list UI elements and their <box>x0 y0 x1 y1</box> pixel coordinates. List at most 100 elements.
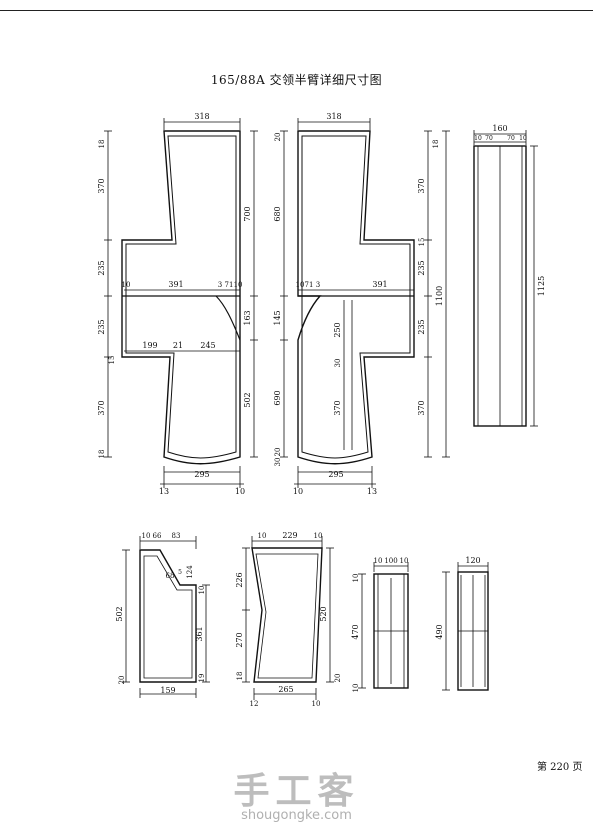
dim-p3-w3: 10 <box>400 557 409 565</box>
dim-right-gap: 18 <box>432 140 440 149</box>
dim-left-upper-sleeve: 370 <box>97 178 106 193</box>
dim-right-hem-left: 10 <box>293 487 303 496</box>
piece-4 <box>442 562 489 691</box>
dim-right-bottom-b: 30 <box>274 458 282 467</box>
dim-left-waist-edge: 10 <box>234 281 243 289</box>
dim-p2-base-left: 12 <box>250 700 259 708</box>
dim-left-shoulder-gap: 18 <box>98 140 106 149</box>
dim-left-hem: 295 <box>194 470 209 479</box>
dim-right-small-mark: 15 <box>418 238 426 247</box>
dim-left-upper-side: 235 <box>97 260 106 275</box>
dim-p3-top: 10 <box>352 574 360 583</box>
dim-right-lower-height: 690 <box>273 390 282 405</box>
dim-p3-height: 470 <box>351 624 360 639</box>
dim-p2-top: 229 <box>282 531 297 540</box>
dim-collar-part-1: 10 <box>474 135 482 142</box>
dim-p1-base: 159 <box>160 686 175 695</box>
dim-left-waist-small-b: 71 <box>225 281 234 289</box>
dim-p2-top-left: 10 <box>258 532 267 540</box>
dim-left-side-small: 10 <box>122 281 131 289</box>
dim-collar-width: 160 <box>492 124 507 133</box>
dim-p3-w2: 100 <box>384 557 397 565</box>
dim-left-lower-c: 245 <box>200 341 215 350</box>
dim-collar-length: 1125 <box>537 276 546 296</box>
dim-p1-bottom-a: 20 <box>118 676 126 685</box>
top-rule <box>0 10 593 11</box>
dim-p2-upper: 226 <box>235 572 244 587</box>
dim-left-lower-total: 502 <box>243 392 252 407</box>
dim-right-waist: 391 <box>372 280 387 289</box>
panel-right-inner <box>301 135 411 459</box>
piece-1 <box>122 536 210 698</box>
dim-p1-inner: 361 <box>195 626 204 641</box>
dim-p2-base-right: 10 <box>312 700 321 708</box>
dim-left-waist: 391 <box>168 280 183 289</box>
dim-left-hem-right: 10 <box>235 487 245 496</box>
dim-left-upper-total: 700 <box>243 206 252 221</box>
dim-collar-part-2: 70 <box>485 135 493 142</box>
dim-p2-lower: 270 <box>235 632 244 647</box>
dim-left-lower-sleeve: 370 <box>97 400 106 415</box>
dim-right-sleeve-inner: 30 <box>334 359 342 368</box>
dim-left-hem-left: 13 <box>159 487 169 496</box>
dim-left-top: 318 <box>194 112 209 121</box>
dim-right-waist-a: 10 <box>296 281 305 289</box>
front-panel-right <box>280 118 450 488</box>
page-title: 165/88A 交领半臂详细尺寸图 <box>210 73 383 87</box>
dim-p1-small-b: 5 <box>178 569 182 576</box>
dim-p1-w3: 83 <box>172 532 181 540</box>
panel-left-outline <box>121 130 241 465</box>
dim-p3-w1: 10 <box>374 557 383 565</box>
dim-left-neck: 163 <box>243 310 252 325</box>
dim-collar-part-3: 70 <box>507 135 515 142</box>
dim-p1-bottom-b: 19 <box>198 674 206 683</box>
dim-collar-part-4: 10 <box>519 135 527 142</box>
dim-p4-height: 490 <box>435 624 444 639</box>
dim-right-total: 1100 <box>435 286 444 306</box>
dim-p2-top-right: 10 <box>314 532 323 540</box>
dim-right-hem-right: 13 <box>367 487 377 496</box>
dim-p1-height: 502 <box>115 606 124 621</box>
collar-strip <box>473 130 538 427</box>
dim-left-lower-a: 199 <box>142 341 157 350</box>
dim-right-hem: 295 <box>328 470 343 479</box>
panel-left-inner <box>125 135 237 459</box>
dim-right-top: 318 <box>326 112 341 121</box>
page-number: 第 220 页 <box>537 762 583 773</box>
dim-right-top-gap: 20 <box>274 133 282 142</box>
dim-right-lower-inner: 370 <box>333 400 342 415</box>
dim-right-side-mid-a: 235 <box>417 260 426 275</box>
dim-right-neck-b: 250 <box>333 322 342 337</box>
piece-3 <box>358 562 409 689</box>
dim-left-waist-small: 3 <box>218 281 222 289</box>
dim-right-side-upper: 370 <box>417 178 426 193</box>
dim-right-neck-a: 145 <box>273 310 282 325</box>
dim-p1-w2: 66 <box>153 532 162 540</box>
watermark-logo-text: 手工客 <box>233 771 360 812</box>
piece-2 <box>242 536 334 700</box>
dim-p3-bottom: 10 <box>352 684 360 693</box>
dim-p1-small-d: 10 <box>198 586 206 595</box>
dim-left-side-small-b: 15 <box>108 356 116 365</box>
dim-p1-w1: 10 <box>142 532 151 540</box>
dim-p2-bottom-b: 20 <box>334 674 342 683</box>
dim-right-waist-c: 3 <box>316 281 320 289</box>
panel-right-outline <box>297 130 415 465</box>
front-panel-left <box>104 118 258 488</box>
dim-p4-width: 120 <box>465 556 480 565</box>
dim-p2-right: 520 <box>319 606 328 621</box>
dim-right-waist-b: 71 <box>305 281 314 289</box>
dim-right-side-lower: 370 <box>417 400 426 415</box>
dim-right-bottom-a: 20 <box>274 448 282 457</box>
dim-left-bottom-gap: 18 <box>98 450 106 459</box>
dim-p2-base: 265 <box>278 685 293 694</box>
dim-left-lower-b: 21 <box>173 341 183 350</box>
dim-right-upper: 680 <box>273 206 282 221</box>
watermark-url: shougongke.com <box>241 808 352 823</box>
dim-left-lower-side: 235 <box>97 319 106 334</box>
dim-p1-small-c: 124 <box>186 565 194 579</box>
dim-p1-small-a: 68 <box>166 572 175 580</box>
dim-right-side-mid-b: 235 <box>417 319 426 334</box>
dim-p2-bottom-a: 18 <box>236 672 244 681</box>
